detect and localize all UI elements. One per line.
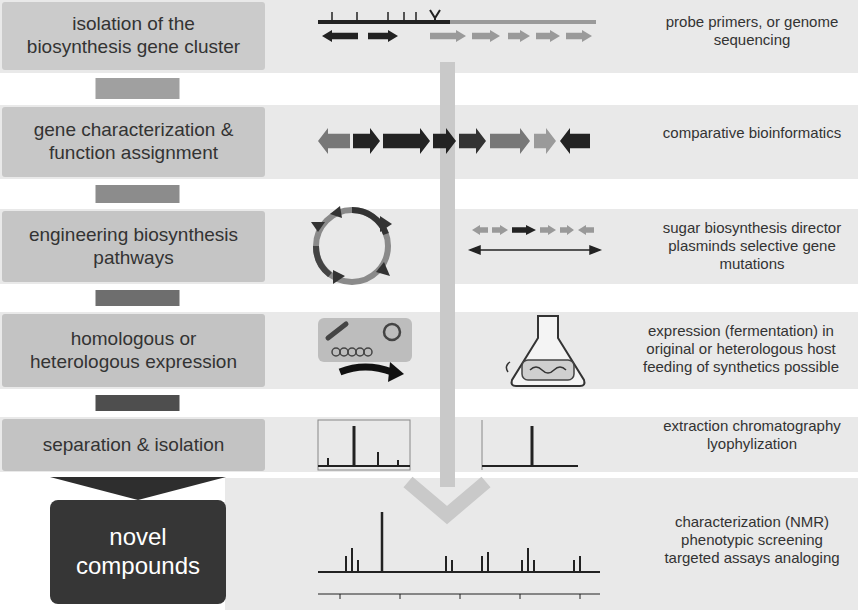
connector-bar xyxy=(96,395,180,411)
method-note: sugar biosynthesis director plasminds se… xyxy=(652,219,852,273)
gene-arrows xyxy=(322,30,592,42)
step-box: engineering biosynthesis pathways xyxy=(2,211,265,282)
connector-bar xyxy=(96,78,180,99)
step-box: homologous or heterologous expression xyxy=(2,314,265,387)
chevron-arrow xyxy=(50,477,226,500)
range-arrow xyxy=(470,246,600,254)
step-text: isolation of the biosynthesis gene clust… xyxy=(18,13,249,59)
method-note: expression (fermentation) in original or… xyxy=(626,322,856,376)
gene-arrows xyxy=(318,128,590,154)
flask xyxy=(506,316,584,386)
step-text: separation & isolation xyxy=(43,434,225,457)
method-note: probe primers, or genome sequencing xyxy=(652,13,852,49)
plasmid xyxy=(311,206,392,284)
method-note: comparative bioinformatics xyxy=(652,124,852,142)
expression-icons xyxy=(318,318,412,382)
step-box: separation & isolation xyxy=(2,419,265,471)
nmr-spectrum xyxy=(318,512,600,599)
step-box: isolation of the biosynthesis gene clust… xyxy=(2,2,265,70)
gene-arrows xyxy=(472,225,594,235)
flow-arrow xyxy=(408,62,486,515)
gene-cluster xyxy=(318,10,596,22)
step-box: gene characterization & function assignm… xyxy=(2,107,265,177)
step-text: gene characterization & function assignm… xyxy=(18,119,249,165)
connector-bar xyxy=(96,185,180,203)
step-text: novel compounds xyxy=(66,523,210,581)
method-note: characterization (NMR) phenotypic screen… xyxy=(652,513,852,567)
step-text: engineering biosynthesis pathways xyxy=(18,224,249,270)
chromatogram xyxy=(318,420,578,470)
step-text: homologous or heterologous expression xyxy=(18,328,249,374)
connector-bar xyxy=(96,290,180,306)
result-box: novel compounds xyxy=(50,500,226,604)
method-note: extraction chromatography lyophylization xyxy=(652,417,852,453)
